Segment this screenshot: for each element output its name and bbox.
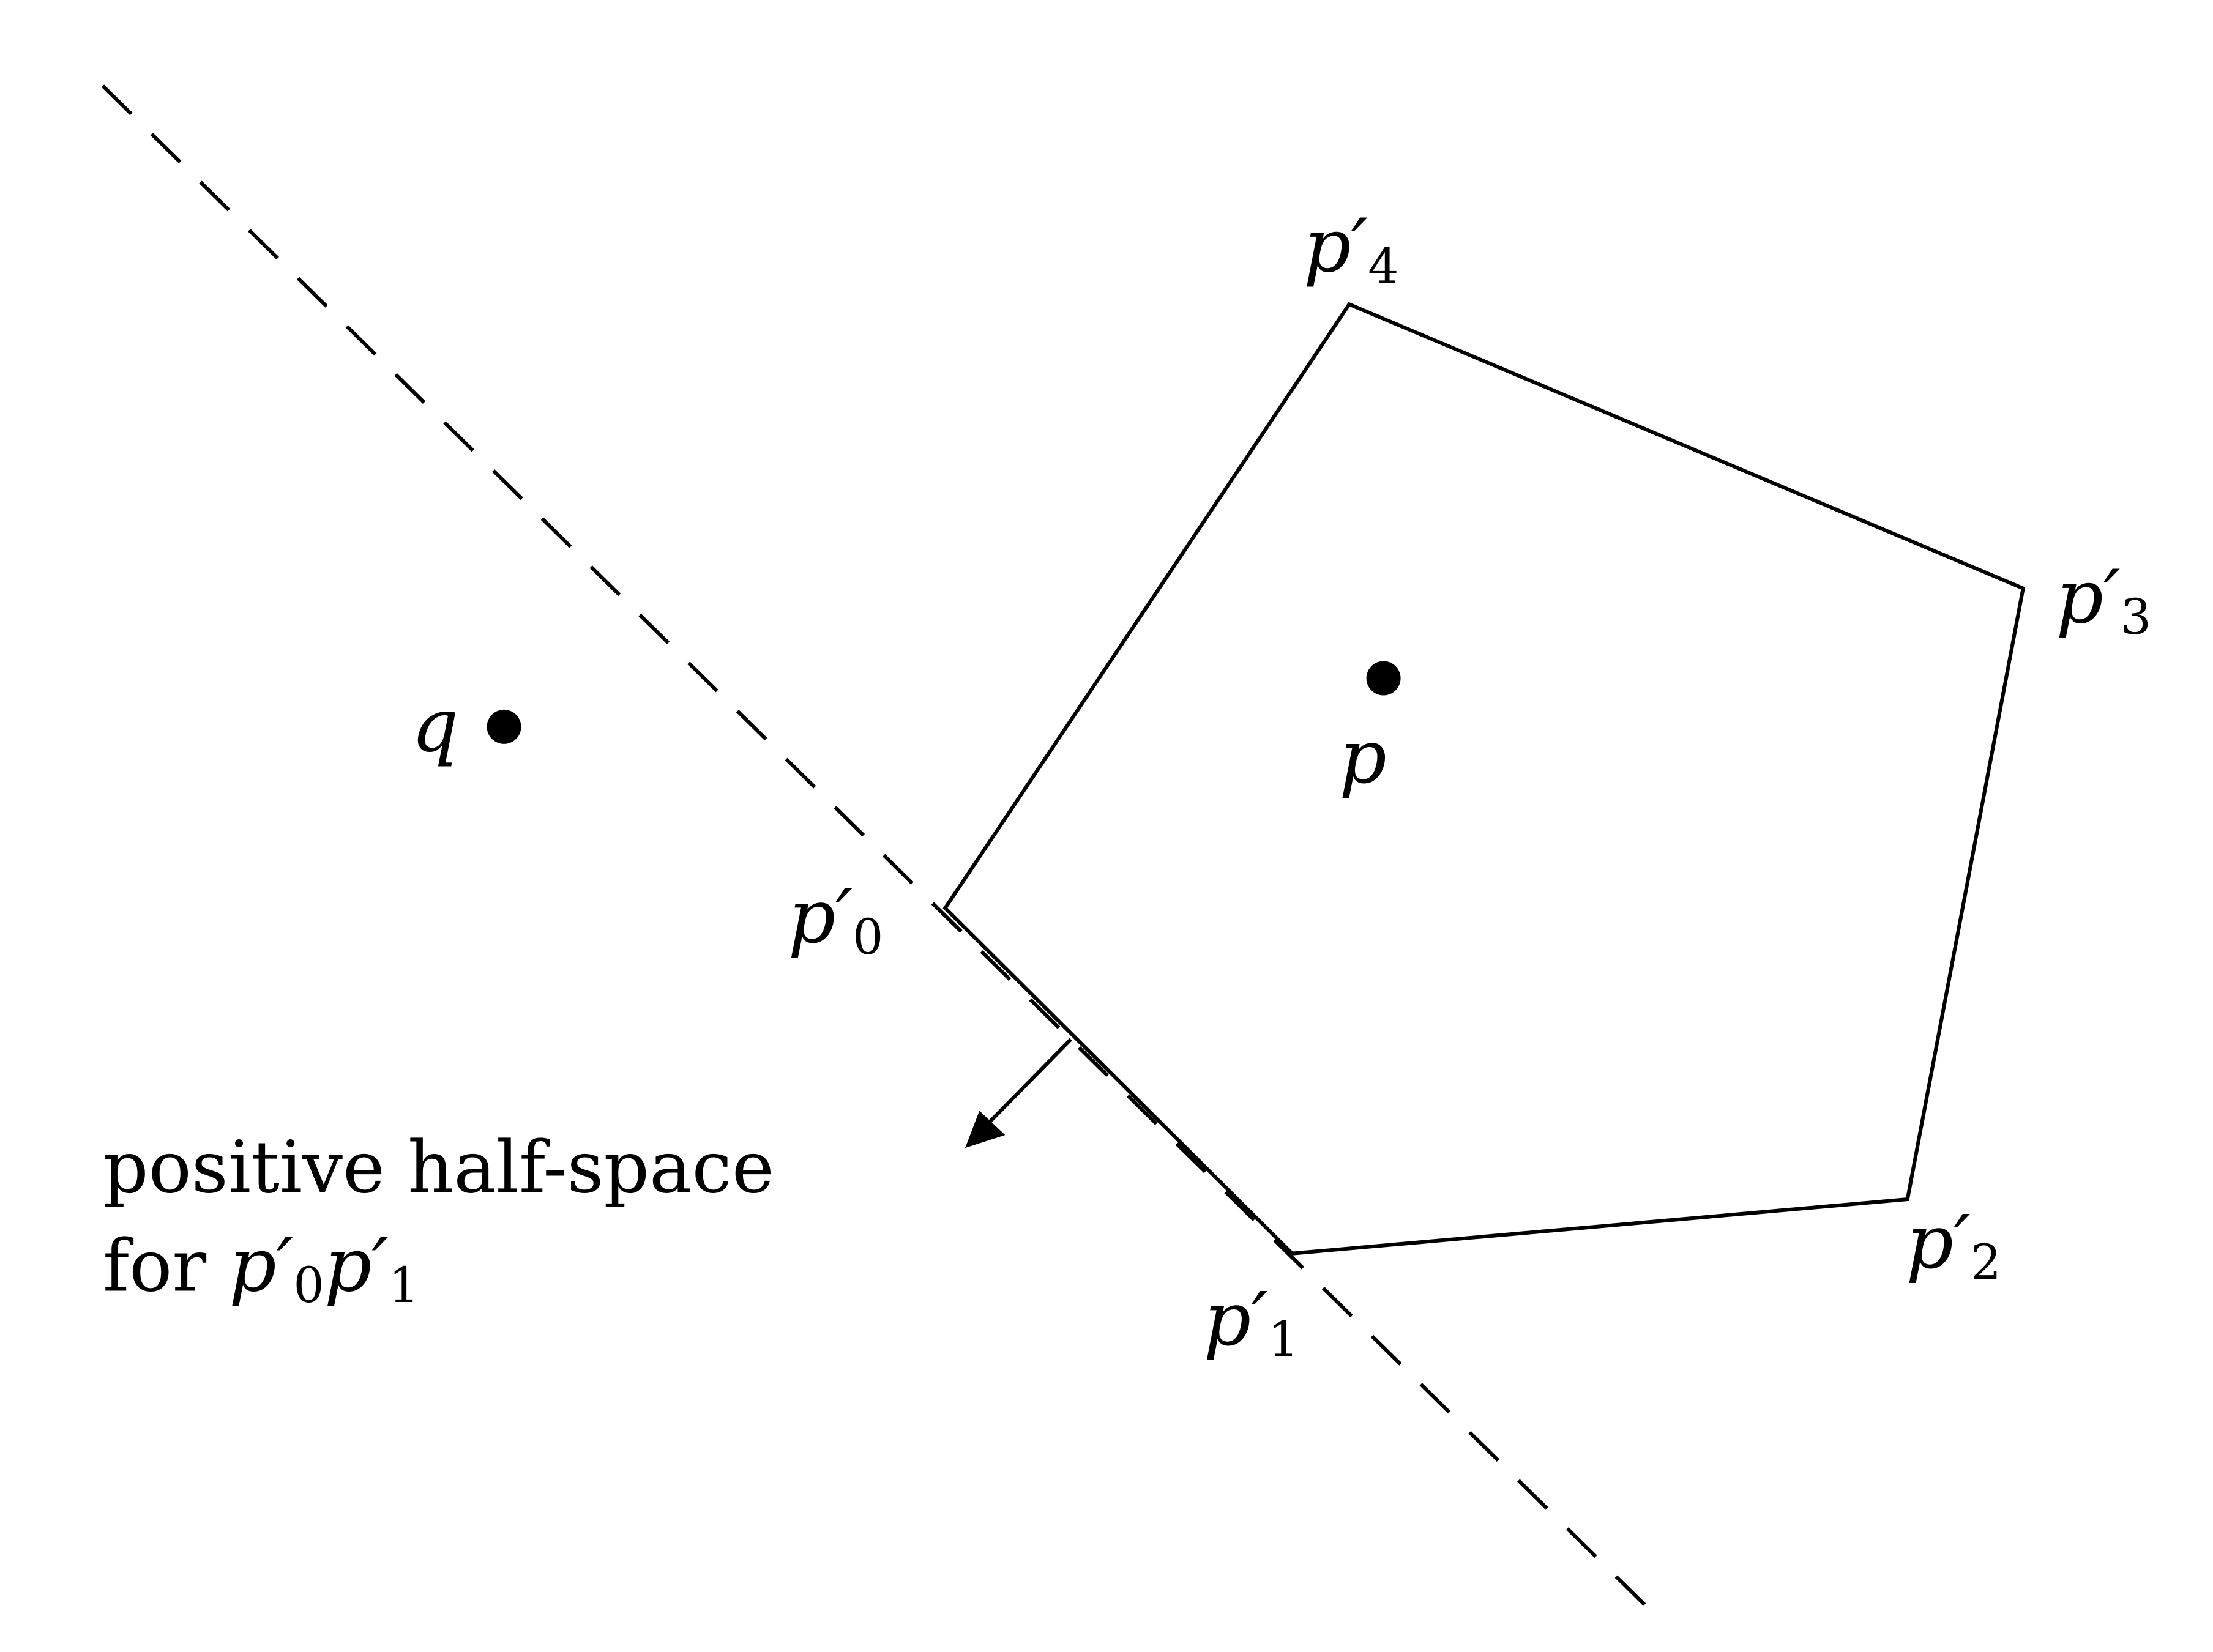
vertex-label-p1: p′1	[1204, 1276, 1299, 1368]
vertex-label-p4: p′4	[1304, 203, 1399, 295]
point-q-label: q	[411, 682, 459, 769]
dashed-supporting-line	[101, 84, 1658, 1618]
point-p-label: p	[1339, 713, 1387, 800]
caption-line-2: for p′0p′1	[103, 1221, 420, 1314]
vertex-label-p0: p′0	[788, 873, 884, 966]
vertex-label-p2: p′2	[1906, 1199, 2001, 1291]
point-q-dot	[487, 709, 521, 744]
arrow-head	[965, 1111, 1006, 1148]
pentagon	[942, 302, 2026, 1256]
caption-line-1: positive half-space	[103, 1126, 774, 1209]
point-p-dot	[1366, 661, 1401, 696]
normal-arrow	[987, 1038, 1072, 1125]
vertex-label-p3: p′3	[2056, 554, 2151, 646]
